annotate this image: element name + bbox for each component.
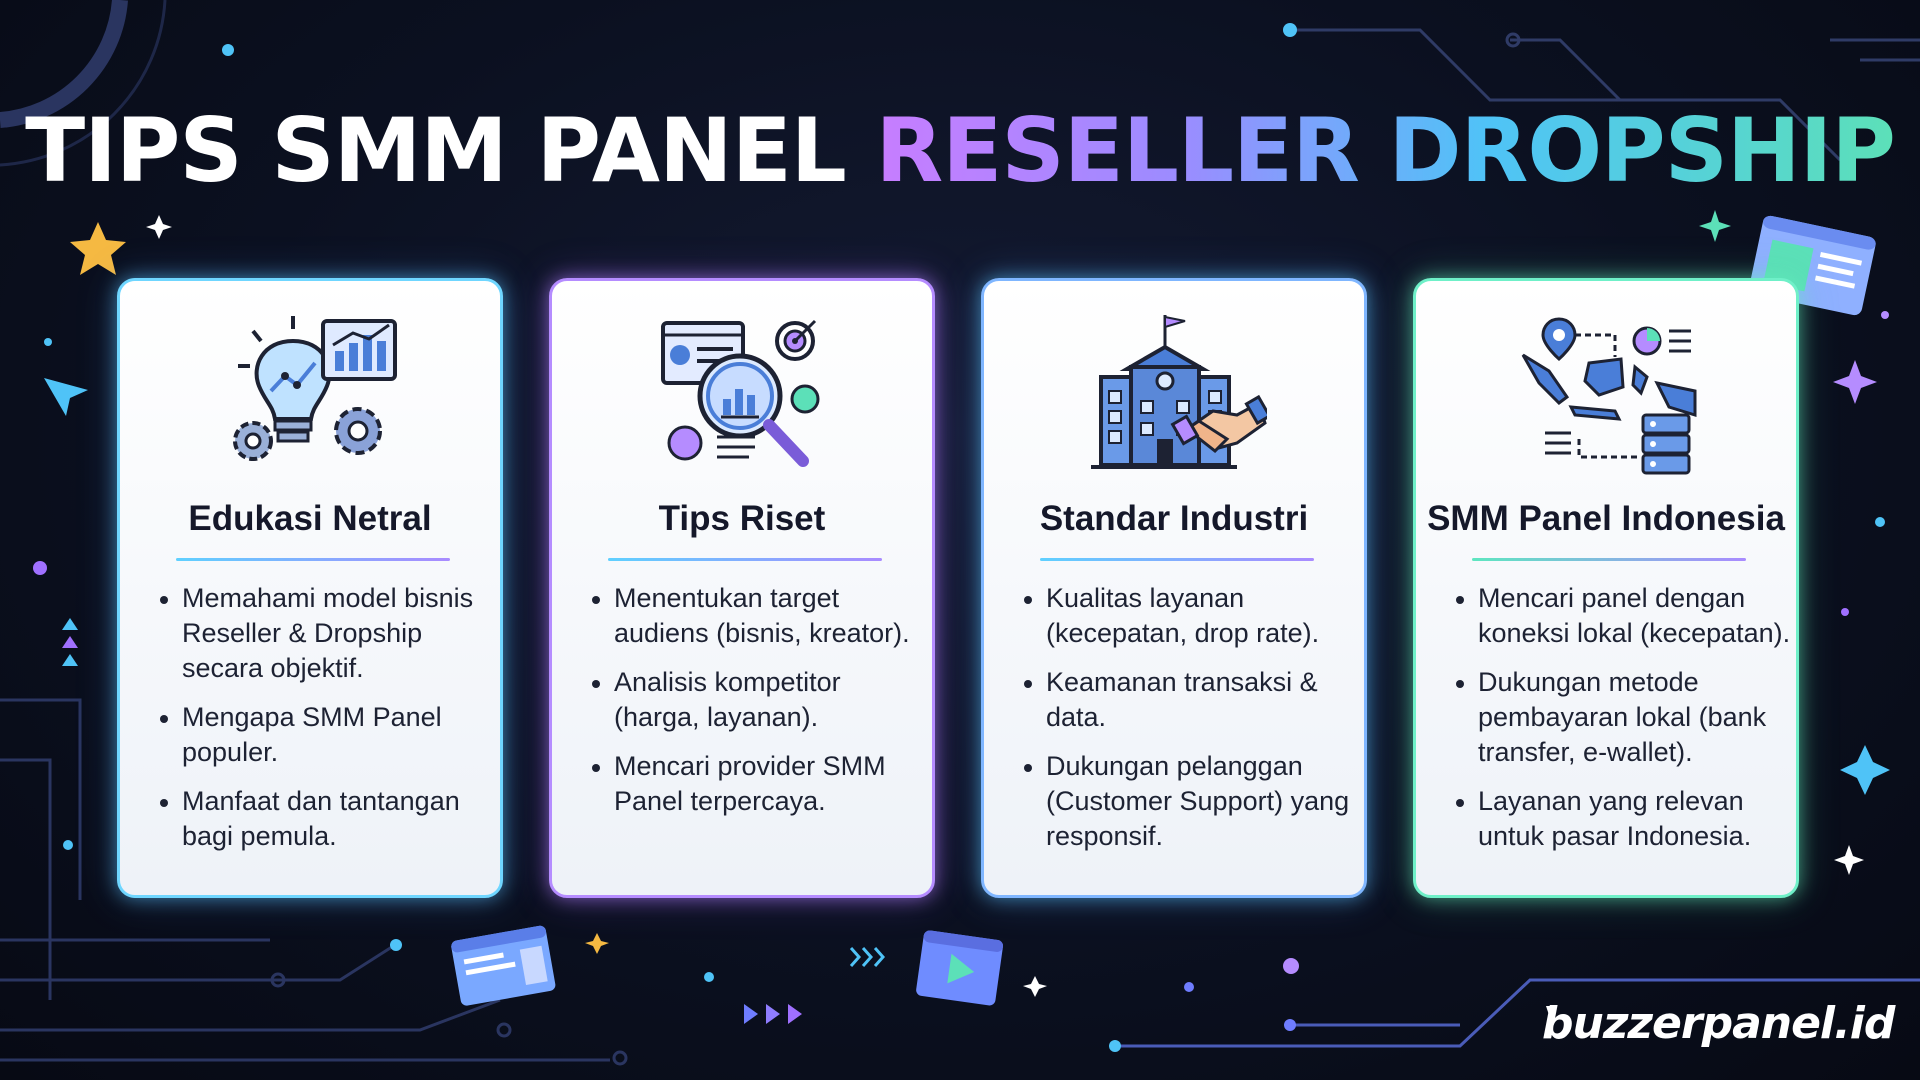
page-title: TIPS SMM PANEL RESELLER DROPSHIP: [0, 96, 1920, 206]
tip-card-edukasi-netral: Edukasi Netral Memahami model bisnis Res…: [117, 278, 503, 898]
list-item: Manfaat dan tantangan bagi pemula.: [156, 784, 496, 854]
card-divider: [1040, 558, 1314, 561]
title-part-white: TIPS SMM PANEL: [25, 99, 847, 202]
list-item: Layanan yang relevan untuk pasar Indones…: [1452, 784, 1792, 854]
card-divider: [1472, 558, 1746, 561]
building-handshake-icon: [1091, 315, 1267, 469]
list-item: Memahami model bisnis Reseller & Dropshi…: [156, 581, 496, 686]
card-divider: [176, 558, 450, 561]
list-item: Kualitas layanan (kecepatan, drop rate).: [1020, 581, 1360, 651]
list-item: Menentukan target audiens (bisnis, kreat…: [588, 581, 928, 651]
card-title: Standar Industri: [1039, 499, 1309, 538]
card-title: SMM Panel Indonesia: [1427, 499, 1785, 538]
card-title: Edukasi Netral: [188, 499, 432, 538]
title-part-gradient: RESELLER DROPSHIP: [875, 99, 1896, 202]
card-bullet-list: Menentukan target audiens (bisnis, kreat…: [588, 581, 928, 833]
list-item: Mencari panel dengan koneksi lokal (kece…: [1452, 581, 1792, 651]
lightbulb-gears-icon: [233, 316, 397, 461]
list-item: Dukungan pelanggan (Customer Support) ya…: [1020, 749, 1360, 854]
brand-logo-text: buzzerpanel.id: [1542, 998, 1895, 1049]
brand-logo-icon: [1546, 1006, 1554, 1018]
tip-card-tips-riset: Tips Riset Menentukan target audiens (bi…: [549, 278, 935, 898]
card-divider: [608, 558, 882, 561]
card-bullet-list: Memahami model bisnis Reseller & Dropshi…: [156, 581, 496, 868]
card-bullet-list: Mencari panel dengan koneksi lokal (kece…: [1452, 581, 1792, 868]
list-item: Keamanan transaksi & data.: [1020, 665, 1360, 735]
magnifier-chart-icon: [661, 319, 820, 467]
list-item: Mencari provider SMM Panel terpercaya.: [588, 749, 928, 819]
indonesia-map-server-icon: [1521, 317, 1697, 475]
card-title: Tips Riset: [658, 499, 826, 538]
list-item: Dukungan metode pembayaran lokal (bank t…: [1452, 665, 1792, 770]
card-bullet-list: Kualitas layanan (kecepatan, drop rate).…: [1020, 581, 1360, 868]
list-item: Analisis kompetitor (harga, layanan).: [588, 665, 928, 735]
tip-card-standar-industri: Standar Industri Kualitas layanan (kecep…: [981, 278, 1367, 898]
list-item: Mengapa SMM Panel populer.: [156, 700, 496, 770]
tip-card-smm-panel-indonesia: SMM Panel Indonesia Mencari panel dengan…: [1413, 278, 1799, 898]
